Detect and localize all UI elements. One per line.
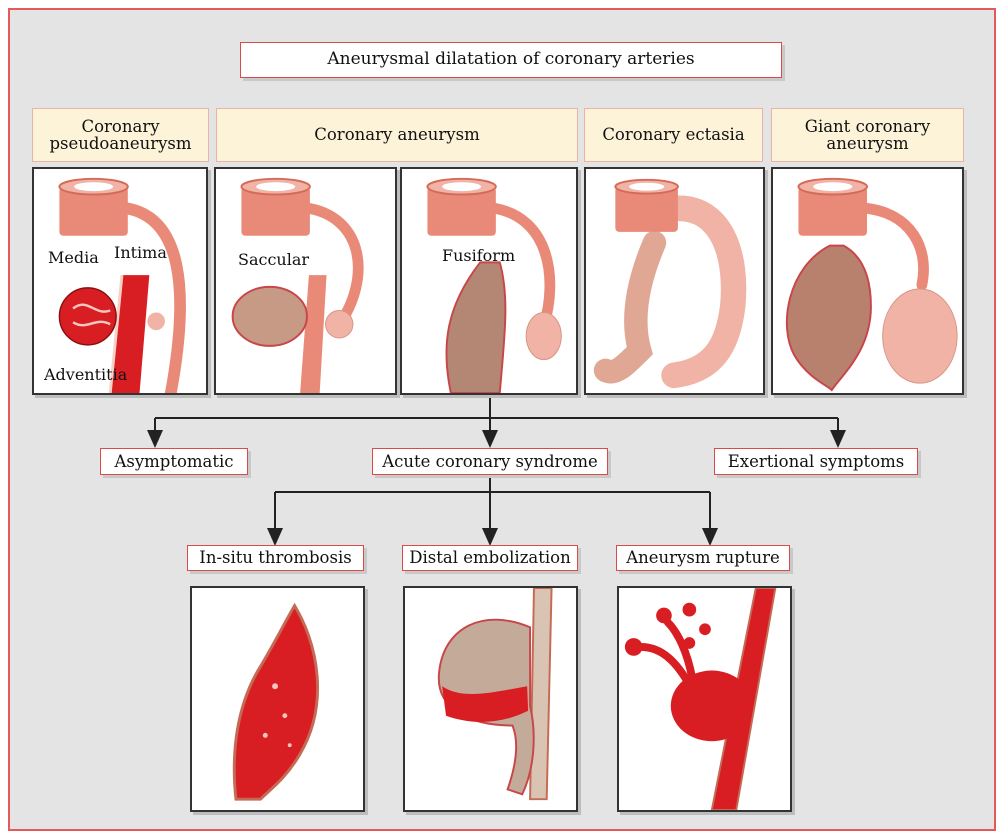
giant-aneurysm-illustration	[773, 169, 962, 393]
diagram-title: Aneurysmal dilatation of coronary arteri…	[240, 42, 782, 78]
panel-embolization	[403, 586, 578, 812]
panel-ectasia	[584, 167, 765, 395]
label-media: Media	[48, 248, 99, 267]
category-ectasia: Coronary ectasia	[584, 108, 763, 162]
label-fusiform: Fusiform	[442, 246, 515, 265]
label-adventitia: Adventitia	[44, 365, 127, 384]
outcome-exertional-symptoms: Exertional symptoms	[714, 448, 918, 475]
panel-pseudoaneurysm: Media Intima Adventitia	[32, 167, 208, 395]
category-coronary-aneurysm: Coronary aneurysm	[216, 108, 578, 162]
rupture-illustration	[619, 588, 790, 810]
category-giant-aneurysm: Giant coronary aneurysm	[771, 108, 964, 162]
outcome-acute-coronary-syndrome: Acute coronary syndrome	[372, 448, 608, 475]
thrombosis-illustration	[192, 588, 363, 810]
panel-saccular: Saccular	[214, 167, 397, 395]
panel-rupture	[617, 586, 792, 812]
pseudoaneurysm-illustration	[34, 169, 206, 393]
label-saccular: Saccular	[238, 250, 309, 269]
label-intima: Intima	[114, 243, 167, 262]
category-pseudoaneurysm: Coronary pseudoaneurysm	[32, 108, 209, 162]
ectasia-illustration	[586, 169, 763, 393]
complication-in-situ-thrombosis: In-situ thrombosis	[187, 545, 364, 571]
fusiform-illustration	[402, 169, 576, 393]
panel-fusiform: Fusiform	[400, 167, 578, 395]
panel-giant-aneurysm	[771, 167, 964, 395]
embolization-illustration	[405, 588, 576, 810]
complication-distal-embolization: Distal embolization	[402, 545, 578, 571]
panel-thrombosis	[190, 586, 365, 812]
outcome-asymptomatic: Asymptomatic	[100, 448, 248, 475]
complication-aneurysm-rupture: Aneurysm rupture	[616, 545, 790, 571]
saccular-illustration	[216, 169, 395, 393]
